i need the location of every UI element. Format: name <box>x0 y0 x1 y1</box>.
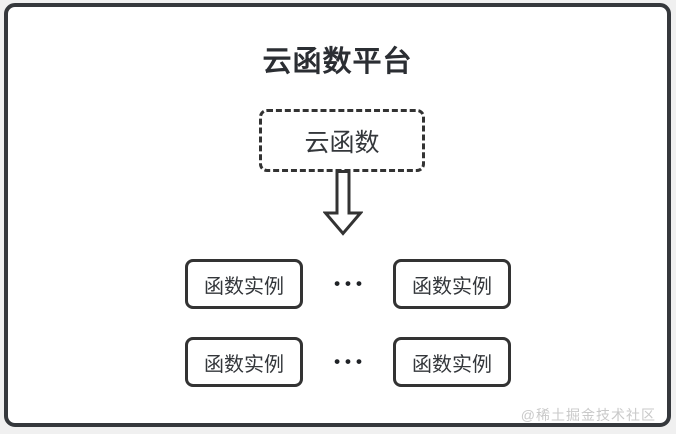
function-instance-node: 函数实例 <box>185 259 303 309</box>
diagram-title: 云函数平台 <box>262 46 413 78</box>
function-instance-node: 函数实例 <box>392 337 511 387</box>
function-instance-node: 函数实例 <box>392 259 511 309</box>
function-instance-label: 函数实例 <box>411 353 492 376</box>
ellipsis-dots: ••• <box>334 351 367 371</box>
down-arrow-icon <box>323 170 363 236</box>
diagram-frame: 云函数平台 云函数 函数实例 ••• 函数实例 函数实例 ••• 函数实例 <box>4 3 671 427</box>
instance-row: 函数实例 ••• 函数实例 <box>185 259 511 309</box>
function-instance-node: 函数实例 <box>185 337 303 387</box>
ellipsis-dots: ••• <box>334 273 367 293</box>
function-instance-label: 函数实例 <box>204 275 284 298</box>
cloud-function-label: 云函数 <box>304 128 380 157</box>
watermark: @稀土掘金技术社区 <box>520 407 656 423</box>
instance-row: 函数实例 ••• 函数实例 <box>185 337 511 387</box>
cloud-function-node: 云函数 <box>259 109 425 172</box>
function-instance-label: 函数实例 <box>204 353 284 376</box>
function-instance-label: 函数实例 <box>411 275 492 298</box>
